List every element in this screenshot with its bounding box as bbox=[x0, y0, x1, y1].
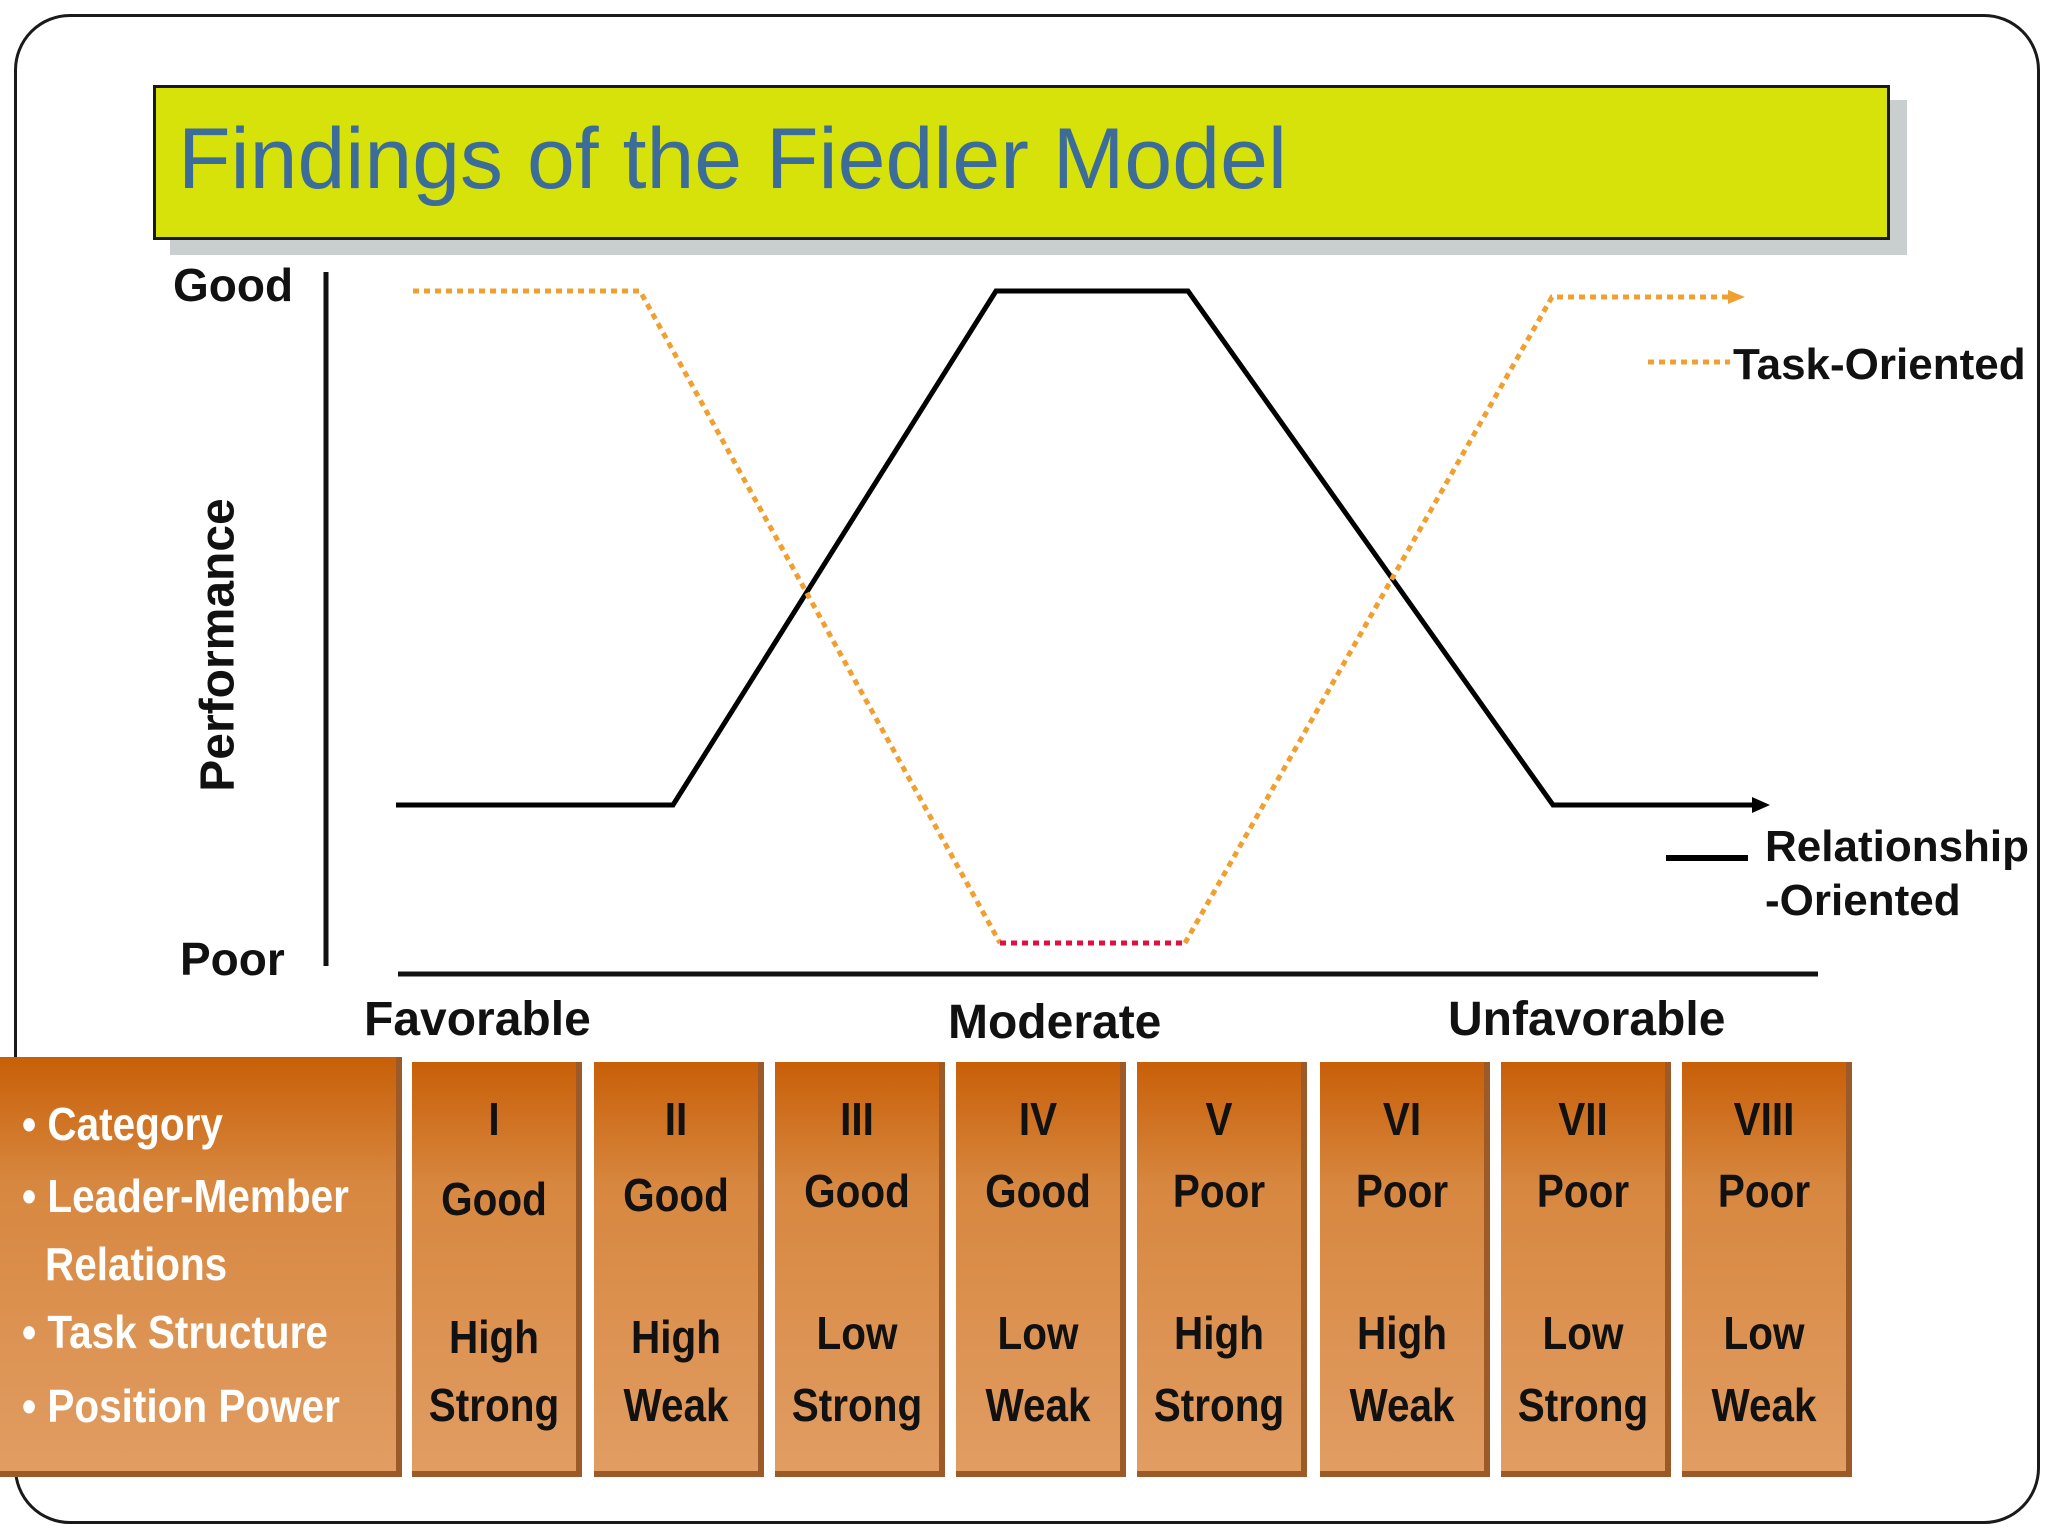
x-axis-label-moderate: Moderate bbox=[948, 996, 1162, 1049]
situation-category: VII bbox=[1558, 1093, 1608, 1145]
relationship-arrowhead bbox=[1752, 797, 1770, 813]
situation-category: V bbox=[1205, 1093, 1233, 1145]
legend-relationship-label-2: -Oriented bbox=[1765, 876, 1961, 925]
task-oriented-line-right bbox=[1182, 294, 1730, 945]
situation-power: Weak bbox=[985, 1379, 1091, 1431]
situation-category: VI bbox=[1382, 1093, 1422, 1145]
situation-structure: High bbox=[1174, 1307, 1264, 1359]
x-axis-label-favorable: Favorable bbox=[364, 993, 591, 1046]
relationship-oriented-line bbox=[396, 288, 1755, 808]
situation-structure: Low bbox=[816, 1307, 898, 1359]
task-oriented-line bbox=[413, 288, 1003, 945]
situation-power: Strong bbox=[1517, 1379, 1649, 1431]
y-axis-bottom-label: Poor bbox=[180, 933, 285, 985]
situation-relations: Good bbox=[441, 1173, 547, 1225]
situation-structure: Low bbox=[1723, 1307, 1805, 1359]
situation-relations: Poor bbox=[1536, 1165, 1630, 1217]
position-power-label: • Position Power bbox=[22, 1380, 340, 1432]
task-arrowhead bbox=[1728, 290, 1745, 304]
legend-relationship-label-1: Relationship bbox=[1765, 822, 2030, 871]
situation-category: VIII bbox=[1733, 1093, 1795, 1145]
category-labels-box: • Category • Leader-Member Relations • T… bbox=[0, 1057, 402, 1477]
situation-relations: Poor bbox=[1355, 1165, 1449, 1217]
situation-power: Weak bbox=[623, 1379, 729, 1431]
situation-relations: Poor bbox=[1172, 1165, 1266, 1217]
situation-category: IV bbox=[1018, 1093, 1058, 1145]
situation-structure: High bbox=[631, 1311, 721, 1363]
y-axis-top-label: Good bbox=[173, 259, 294, 311]
slide-frame bbox=[14, 14, 2040, 1524]
situation-power: Weak bbox=[1349, 1379, 1455, 1431]
relations-label: Relations bbox=[45, 1238, 228, 1290]
situation-structure: Low bbox=[997, 1307, 1079, 1359]
situation-relations: Good bbox=[623, 1169, 729, 1221]
situation-relations: Good bbox=[985, 1165, 1091, 1217]
category-label: • Category bbox=[22, 1098, 223, 1150]
situation-relations: Poor bbox=[1717, 1165, 1811, 1217]
slide-title: Findings of the Fiedler Model bbox=[178, 111, 1288, 207]
situation-structure: High bbox=[1357, 1307, 1447, 1359]
title-bar: Findings of the Fiedler Model bbox=[153, 85, 1890, 240]
situation-category: III bbox=[840, 1093, 874, 1145]
situation-category: II bbox=[664, 1093, 688, 1145]
situation-power: Weak bbox=[1711, 1379, 1817, 1431]
situation-relations: Good bbox=[804, 1165, 910, 1217]
legend-task-label: Task-Oriented bbox=[1733, 340, 2026, 389]
situation-power: Strong bbox=[1153, 1379, 1285, 1431]
y-axis-title: Performance bbox=[191, 498, 245, 792]
situation-power: Strong bbox=[428, 1379, 560, 1431]
task-structure-label: • Task Structure bbox=[22, 1306, 328, 1358]
situation-structure: High bbox=[449, 1311, 539, 1363]
x-axis-label-unfavorable: Unfavorable bbox=[1448, 993, 1726, 1046]
situation-power: Strong bbox=[791, 1379, 923, 1431]
situation-category: I bbox=[488, 1093, 500, 1145]
situation-structure: Low bbox=[1542, 1307, 1624, 1359]
leader-member-label: • Leader-Member bbox=[22, 1170, 349, 1222]
